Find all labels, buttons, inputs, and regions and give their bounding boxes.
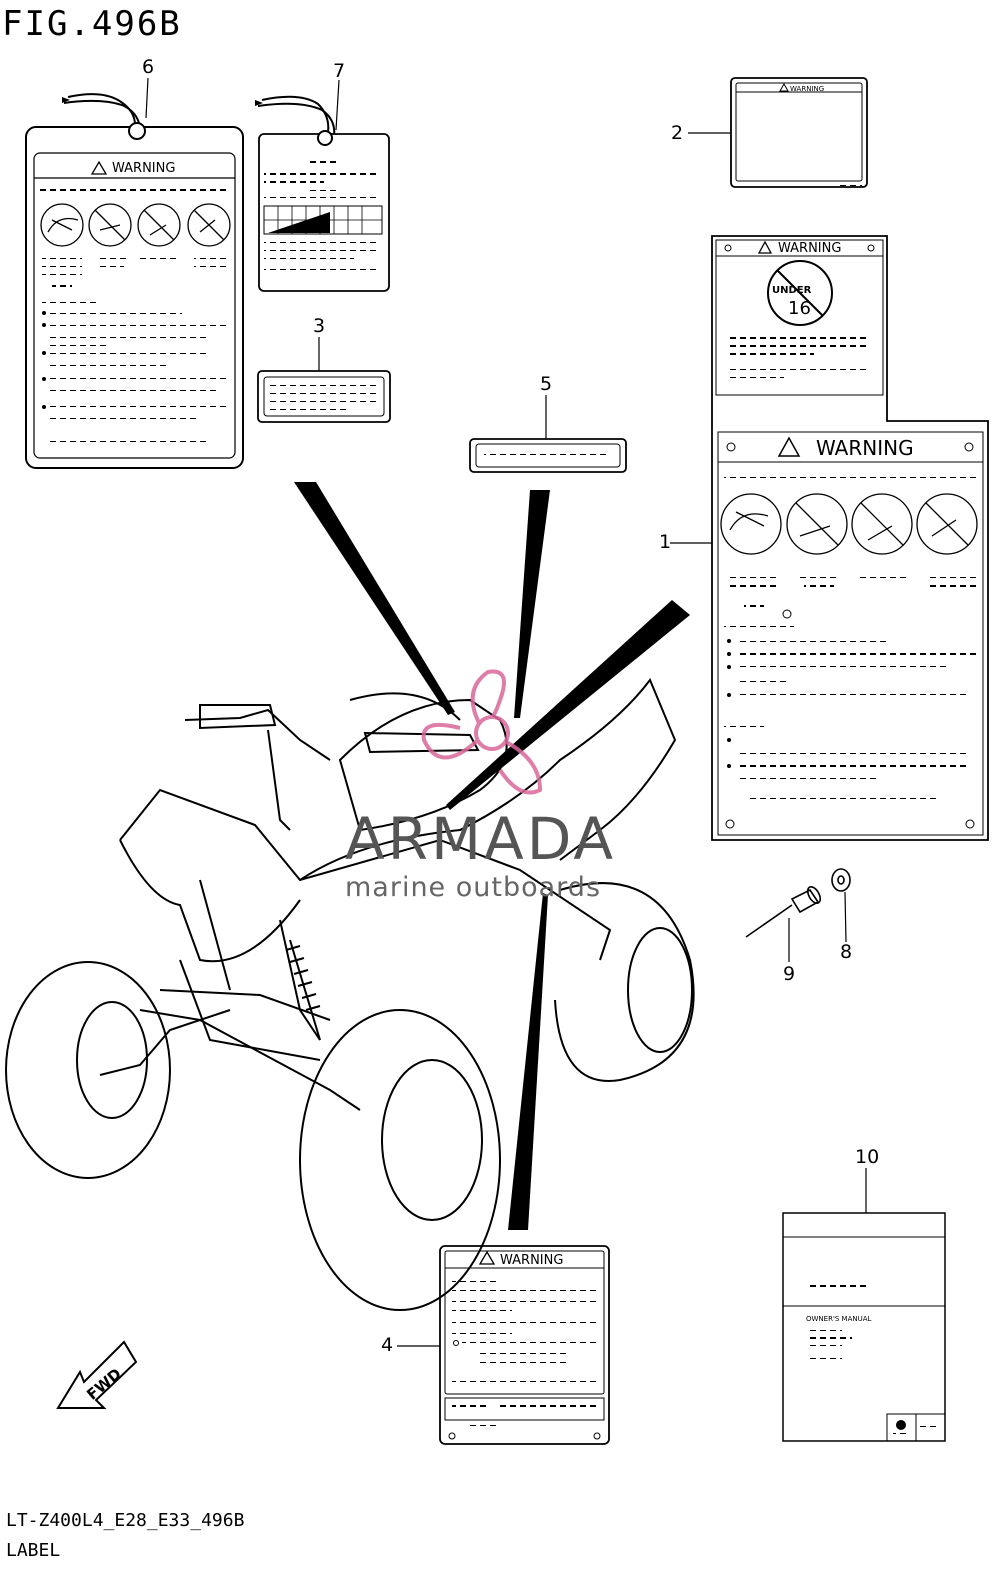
- label-2: WARNING: [730, 77, 868, 188]
- footer-section-name: LABEL: [6, 1540, 61, 1561]
- pointer-wedges: [294, 482, 690, 1230]
- label-4-warning-text: WARNING: [500, 1253, 563, 1268]
- label-2-warning-text: WARNING: [790, 85, 824, 93]
- footer-model-code: LT-Z400L4_E28_E33_496B: [6, 1510, 245, 1531]
- callout-1[interactable]: 1: [659, 531, 672, 553]
- label-4: WARNING: [439, 1245, 610, 1445]
- watermark-logo: [421, 669, 543, 795]
- label-6-warning-text: WARNING: [112, 161, 175, 176]
- callout-6[interactable]: 6: [142, 56, 155, 78]
- watermark-brand: ARMADA: [345, 805, 617, 873]
- callout-9[interactable]: 9: [783, 963, 796, 985]
- item-10-owners-manual: OWNER'S MANUAL: [782, 1212, 946, 1442]
- callout-10[interactable]: 10: [855, 1146, 880, 1168]
- label-1-age-number: 16: [788, 298, 811, 319]
- callout-5[interactable]: 5: [540, 373, 553, 395]
- callout-8[interactable]: 8: [840, 941, 853, 963]
- watermark-subtitle: marine outboards: [345, 872, 602, 903]
- leader-lines: [145, 77, 867, 1347]
- atv-drawing: [5, 678, 695, 1311]
- fwd-arrow: FWD: [56, 1340, 138, 1409]
- item-9-rivet: [745, 886, 822, 938]
- label-3: [257, 370, 391, 423]
- callout-2[interactable]: 2: [671, 122, 684, 144]
- callout-7[interactable]: 7: [333, 60, 346, 82]
- label-6-hang-tag: WARNING: [25, 93, 244, 469]
- item-8-washer: [831, 868, 851, 892]
- label-1-age-word: UNDER: [772, 285, 812, 296]
- figure-title: FIG.496B: [2, 4, 182, 44]
- manual-title: OWNER'S MANUAL: [806, 1315, 872, 1323]
- label-1: WARNING UNDER 16 WARNING: [711, 235, 989, 841]
- callout-3[interactable]: 3: [313, 315, 326, 337]
- callout-4[interactable]: 4: [381, 1334, 394, 1356]
- label-1-top-warning-text: WARNING: [778, 241, 841, 256]
- label-7-hang-tag: [255, 95, 390, 292]
- label-1-warning-text: WARNING: [816, 436, 914, 460]
- label-5: [469, 438, 627, 473]
